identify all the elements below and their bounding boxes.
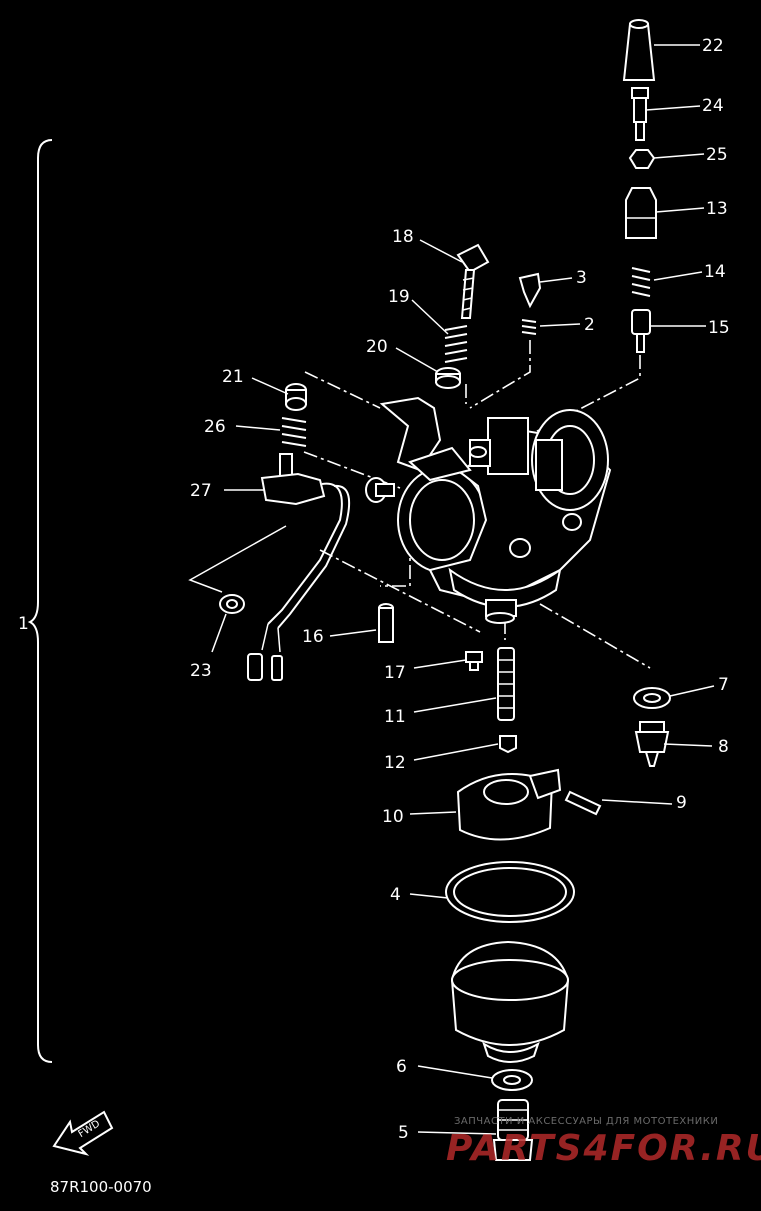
part-6-washer: 6 [396, 1057, 533, 1091]
part-14-spring: 14 [631, 262, 726, 297]
label-9: 9 [676, 793, 687, 813]
part-21-cap: 21 [222, 367, 307, 411]
label-24: 24 [702, 96, 724, 116]
part-3-screw: 3 [518, 268, 587, 309]
label-4: 4 [390, 885, 401, 905]
part-27-plunger: 27 [190, 453, 350, 681]
watermark-site: PARTS4FOR.RU [446, 1128, 761, 1169]
label-18: 18 [392, 227, 414, 247]
label-16: 16 [302, 627, 324, 647]
label-26: 26 [204, 417, 226, 437]
carburetor-body [303, 340, 651, 669]
part-11-needle-jet: 11 [384, 647, 515, 727]
part-15-slide: 15 [631, 309, 730, 353]
part-24-adjuster: 24 [631, 87, 724, 141]
label-22: 22 [702, 36, 724, 56]
watermark: ЗАПЧАСТИ И АКСЕССУАРЫ ДЛЯ МОТОТЕХНИКИ PA… [446, 1116, 761, 1169]
label-15: 15 [708, 318, 730, 338]
label-3: 3 [576, 268, 587, 288]
label-20: 20 [366, 337, 388, 357]
part-20-washer: 20 [366, 337, 461, 389]
label-25: 25 [706, 145, 728, 165]
fwd-arrow-icon: FWD [52, 1110, 114, 1156]
label-assembly: 1 [18, 614, 29, 634]
label-5: 5 [398, 1123, 409, 1143]
part-2-spring: 2 [521, 315, 595, 335]
label-21: 21 [222, 367, 244, 387]
label-17: 17 [384, 663, 406, 683]
float-bowl [450, 940, 570, 1063]
part-25-nut: 25 [628, 145, 728, 169]
part-10-float: 10 [382, 768, 562, 841]
part-4-gasket: 4 [390, 861, 575, 923]
label-11: 11 [384, 707, 406, 727]
part-13-holder: 13 [625, 187, 728, 239]
label-8: 8 [718, 737, 729, 757]
label-10: 10 [382, 807, 404, 827]
part-7-washer: 7 [633, 675, 729, 709]
part-16-pin: 16 [302, 603, 394, 647]
part-26-spring: 26 [204, 417, 307, 447]
label-12: 12 [384, 753, 406, 773]
label-13: 13 [706, 199, 728, 219]
part-18-screw: 18 [392, 227, 490, 319]
label-2: 2 [584, 315, 595, 335]
part-8-plug: 8 [634, 721, 729, 767]
label-19: 19 [388, 287, 410, 307]
part-23-washer: 23 [188, 525, 287, 681]
part-17-screw: 17 [384, 651, 483, 683]
assembly-bracket: 1 [18, 139, 53, 1063]
label-14: 14 [704, 262, 726, 282]
diagram-code: 87R100-0070 [50, 1178, 152, 1196]
label-7: 7 [718, 675, 729, 695]
part-19-spring: 19 [388, 287, 468, 363]
label-6: 6 [396, 1057, 407, 1077]
label-23: 23 [190, 661, 212, 681]
watermark-tagline: ЗАПЧАСТИ И АКСЕССУАРЫ ДЛЯ МОТОТЕХНИКИ [454, 1116, 718, 1127]
part-5-drain-plug: 5 [398, 1099, 534, 1161]
part-22-cap: 22 [622, 19, 724, 81]
label-27: 27 [190, 481, 212, 501]
part-12-main-jet: 12 [384, 735, 517, 773]
part-9-pin: 9 [564, 790, 687, 816]
